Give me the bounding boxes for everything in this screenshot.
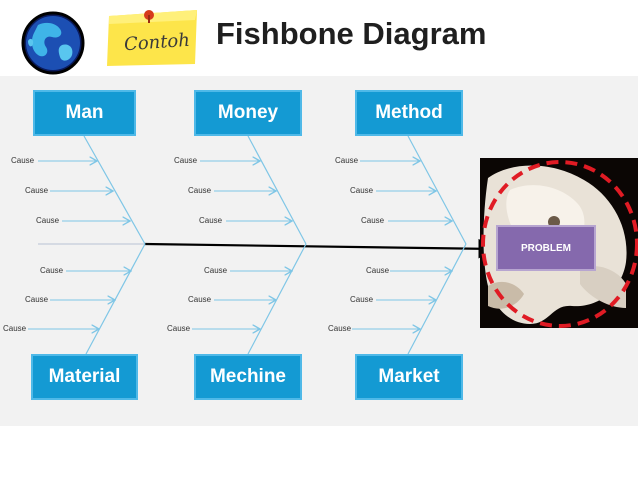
fishbone-slide: Man Money Method Material Mechine Market… <box>0 76 638 426</box>
category-method: Method <box>355 90 463 136</box>
category-market: Market <box>355 354 463 400</box>
globe-icon <box>16 11 90 75</box>
fishbone-bones <box>28 135 497 355</box>
cause-label: Cause <box>25 295 49 304</box>
cause-label: Cause <box>188 295 212 304</box>
cause-label: Cause <box>25 186 49 195</box>
slide-header: Contoh Fishbone Diagram <box>0 0 638 76</box>
bone-market <box>407 243 467 355</box>
cause-label: Cause <box>361 216 385 225</box>
main-spine <box>144 238 497 259</box>
bone-method <box>407 135 467 245</box>
cause-label: Cause <box>3 324 27 333</box>
category-man: Man <box>33 90 136 136</box>
cause-label: Cause <box>350 295 374 304</box>
cause-label: Cause <box>328 324 352 333</box>
highlight-ring <box>481 160 638 328</box>
bone-money <box>247 135 307 245</box>
cause-label: Cause <box>40 266 64 275</box>
cause-label: Cause <box>366 266 390 275</box>
cause-label: Cause <box>199 216 223 225</box>
problem-box: PROBLEM <box>496 225 596 271</box>
cause-label: Cause <box>204 266 228 275</box>
bone-material <box>85 243 146 355</box>
cause-label: Cause <box>335 156 359 165</box>
bone-man <box>83 135 146 245</box>
cause-label: Cause <box>174 156 198 165</box>
page-title: Fishbone Diagram <box>216 16 487 51</box>
bone-mechine <box>247 243 307 355</box>
cause-label: Cause <box>11 156 35 165</box>
cause-label: Cause <box>350 186 374 195</box>
cause-label: Cause <box>188 186 212 195</box>
category-mechine: Mechine <box>194 354 302 400</box>
sticky-note <box>107 10 197 66</box>
category-money: Money <box>194 90 302 136</box>
category-material: Material <box>31 354 138 400</box>
cause-label: Cause <box>36 216 60 225</box>
cause-label: Cause <box>167 324 191 333</box>
